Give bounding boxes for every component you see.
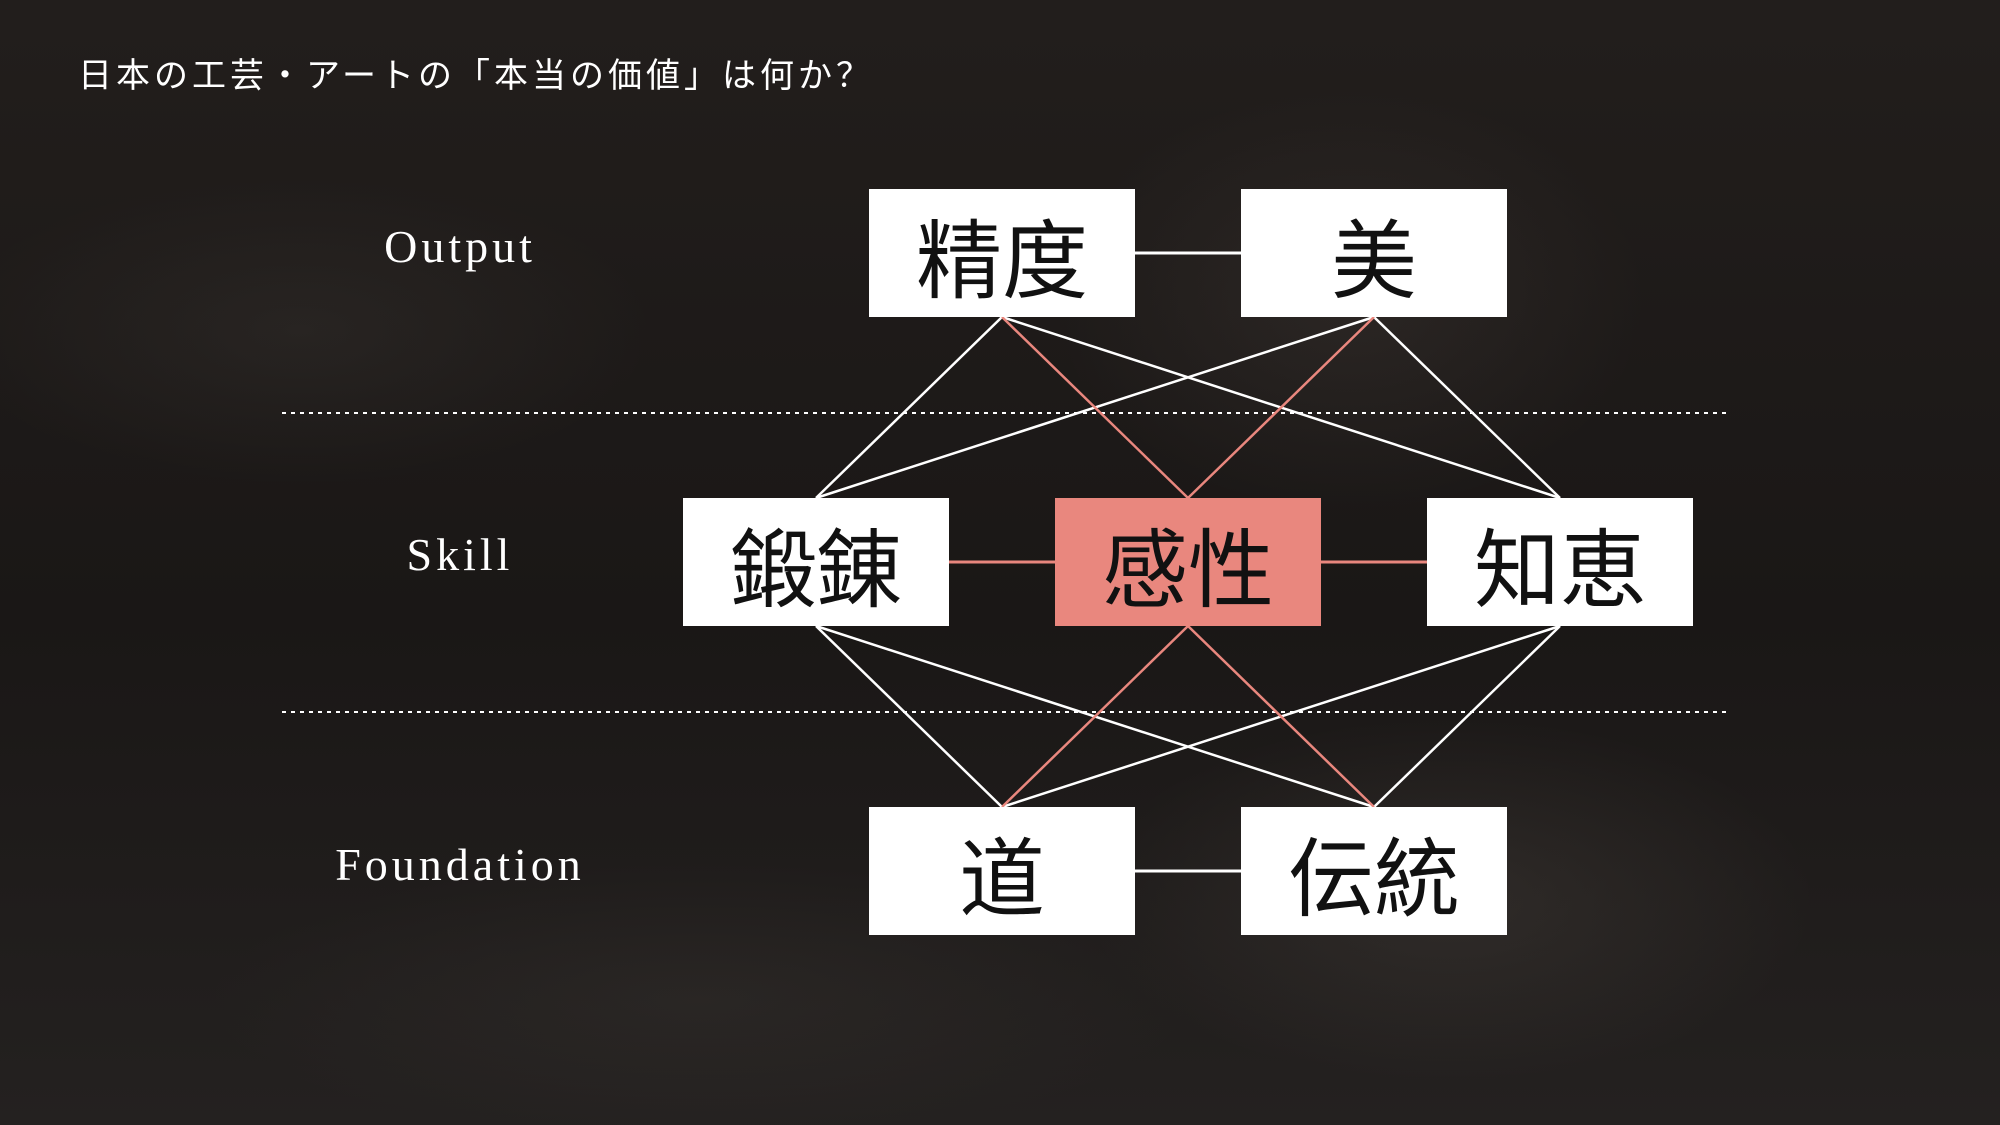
link-bi-kansei xyxy=(1187,316,1375,499)
tier-label-skill: Skill xyxy=(406,529,514,580)
node-kansei: 感性 xyxy=(1055,498,1321,626)
link-seido-tanren xyxy=(815,316,1003,499)
link-tanren-michi xyxy=(815,625,1003,808)
link-chie-dentou xyxy=(1373,625,1561,808)
node-seido: 精度 xyxy=(869,189,1135,317)
link-kansei-michi xyxy=(1001,625,1189,808)
node-michi: 道 xyxy=(869,807,1135,935)
link-bi-chie xyxy=(1373,316,1561,499)
link-seido-kansei xyxy=(1001,316,1189,499)
tier-label-output: Output xyxy=(384,221,536,272)
node-tanren: 鍛錬 xyxy=(683,498,949,626)
node-bi: 美 xyxy=(1241,189,1507,317)
node-chie: 知恵 xyxy=(1427,498,1693,626)
link-kansei-dentou xyxy=(1187,625,1375,808)
tier-label-foundation: Foundation xyxy=(335,839,585,890)
page-title: 日本の工芸・アートの「本当の価値」は何か？ xyxy=(78,56,874,96)
node-dentou: 伝統 xyxy=(1241,807,1507,935)
